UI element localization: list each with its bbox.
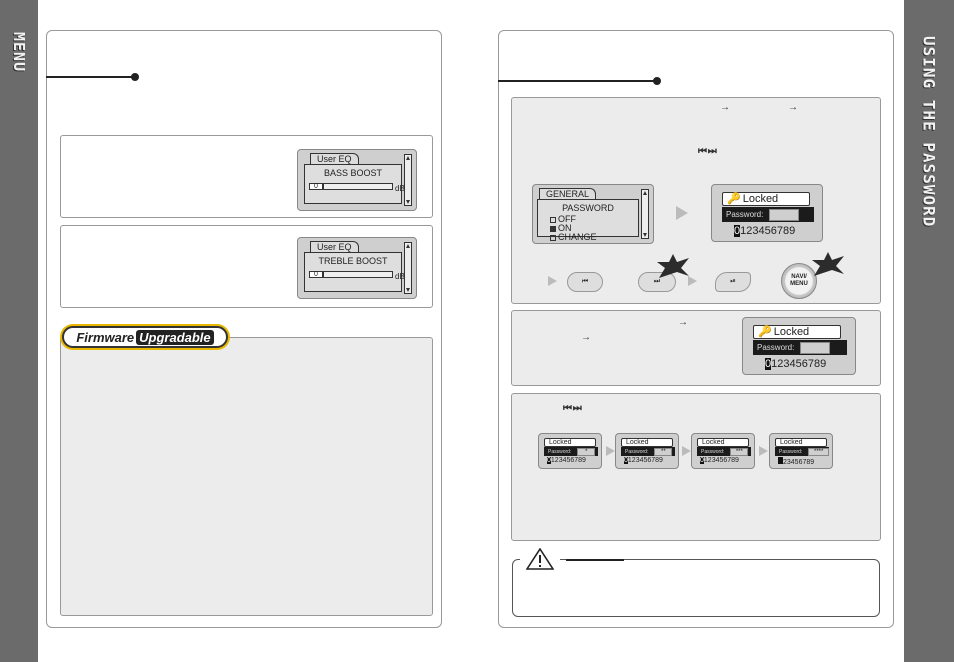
mini-locked-lcd-1: Locked Password:* 0123456789 [538,433,602,469]
left-side-label: MENU [10,32,28,73]
next-button[interactable]: ⏭ [638,272,676,292]
key-icon: 🔑 [758,326,772,338]
digit-row: 23456789 [778,457,814,466]
step-arrow-icon [759,446,768,456]
eq-slider [323,183,393,190]
locked-title: Locked [697,438,749,447]
locked-title: 🔑Locked [753,325,841,339]
digit-row: 0123456789 [765,358,827,370]
lcd-screen: BASS BOOST 0 dB [304,164,405,204]
general-password-lcd: GENERAL PASSWORD OFF ON CHANGE [532,184,654,244]
lcd-tab: User EQ [310,153,359,165]
bass-boost-lcd: User EQ BASS BOOST 0 dB [297,149,417,211]
navi-menu-button[interactable]: NAVI/ MENU [781,263,817,299]
treble-boost-lcd: User EQ TREBLE BOOST 0 dB [297,237,417,299]
lcd-tab: GENERAL [539,188,597,200]
prev-button[interactable]: ⏮ [567,272,603,292]
lcd-heading: TREBLE BOOST [318,256,388,266]
press-burst-icon [812,252,844,276]
locked-title: Locked [544,438,596,447]
lcd-heading: PASSWORD [562,203,614,213]
lcd-scrollbar [404,242,412,294]
locked-title: Locked [621,438,673,447]
lcd-scrollbar [404,154,412,206]
password-bar: Password:*** [697,447,751,456]
digit-row: 0123456789 [700,457,739,464]
left-title-rule [46,73,139,81]
mini-locked-lcd-4: Locked Password:**** 23456789 [769,433,833,469]
right-side-label: USING THE PASSWORD [919,36,939,228]
caution-icon-wrap [520,548,560,570]
warning-triangle-icon [526,548,554,570]
digit-row: 0123456789 [734,225,796,237]
eq-value: 0 [309,271,323,278]
menu-path-arrow-icon: → [720,102,730,113]
password-option-change: CHANGE [550,233,597,242]
firmware-badge-part-b: Upgradable [136,329,214,345]
password-option-on: ON [550,224,572,233]
skip-buttons-icon: ⏮ ⏭ [563,403,582,414]
play-pause-button[interactable]: ⏯ [715,272,751,292]
password-option-off: OFF [550,215,576,224]
key-icon: 🔑 [727,193,741,205]
digit-row: 0123456789 [624,457,663,464]
menu-path-arrow-icon: → [581,332,591,343]
locked-title: Locked [775,438,827,447]
firmware-upgradable-badge: Firmware Upgradable [62,326,228,348]
menu-path-arrow-icon: → [678,317,688,328]
step1-locked-lcd: 🔑Locked Password: 0123456789 [711,184,823,242]
eq-slider [323,271,393,278]
lcd-screen: PASSWORD OFF ON CHANGE [537,199,639,242]
caution-box [512,559,880,617]
step-arrow-icon [606,446,615,456]
lcd-heading: BASS BOOST [323,168,383,178]
password-bar: Password:* [544,447,598,456]
mini-locked-lcd-2: Locked Password:** 0123456789 [615,433,679,469]
lcd-tab: User EQ [310,241,359,253]
password-bar: Password: [722,207,814,222]
lcd-screen: TREBLE BOOST 0 dB [304,252,405,292]
step-arrow-icon [676,206,688,220]
skip-buttons-icon: ⏮ ⏭ [698,146,717,157]
step-arrow-icon [682,446,691,456]
firmware-box [60,337,433,616]
locked-title: 🔑Locked [722,192,810,206]
password-bar: Password:** [621,447,675,456]
firmware-badge-part-a: Firmware [76,329,135,345]
eq-unit: dB [395,184,405,193]
lcd-scrollbar [641,189,649,239]
menu-path-arrow-icon: → [788,102,798,113]
eq-unit: dB [395,272,405,281]
password-bar: Password:**** [775,447,829,456]
password-bar: Password: [753,340,847,355]
step2-locked-lcd: 🔑Locked Password: 0123456789 [742,317,856,375]
right-title-rule [498,77,661,85]
caution-rule [566,559,624,561]
mini-locked-lcd-3: Locked Password:*** 0123456789 [691,433,755,469]
step-arrow-icon [688,276,697,286]
digit-row: 0123456789 [547,457,586,464]
press-burst-icon [657,254,689,278]
left-side-bar: MENU [0,0,38,662]
step-arrow-icon [548,276,557,286]
eq-value: 0 [309,183,323,190]
right-side-bar: USING THE PASSWORD [904,0,954,662]
